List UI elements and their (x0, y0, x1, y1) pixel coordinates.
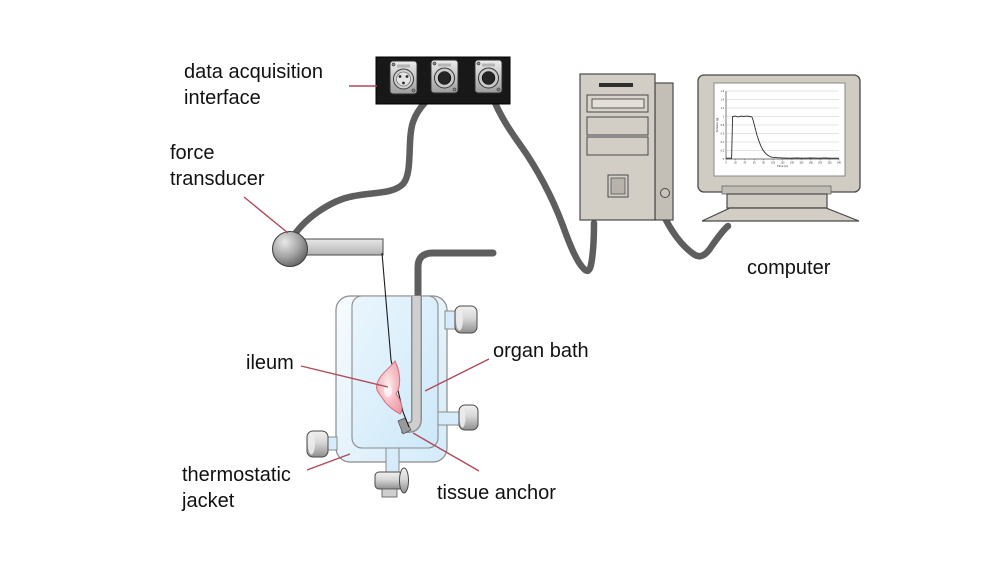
label-ileum: ileum (246, 352, 294, 374)
monitor-stand-neck (726, 193, 828, 209)
drive-bay (586, 136, 649, 156)
x-tick-label: 220 (828, 161, 833, 164)
label-computer: computer (747, 257, 831, 279)
connector-label-engraving (438, 63, 451, 67)
screw (476, 61, 481, 66)
leader-thermostatic-jacket (306, 453, 351, 471)
xlr-pin (398, 75, 402, 78)
organ-bath-supply-tube (414, 249, 497, 302)
x-tick-label: 100 (771, 161, 776, 164)
label-force-transducer: force transducer (170, 142, 265, 190)
force-transducer (272, 231, 384, 267)
tissue-anchor-hook (397, 417, 412, 435)
daq-channel1-connector (389, 60, 418, 95)
y-tick-label: 0.2 (721, 148, 725, 152)
connector-label-engraving (482, 63, 495, 67)
drive-bay (586, 116, 649, 136)
x-tick-label: 40 (743, 161, 746, 164)
label-organ-bath: organ bath (493, 340, 589, 362)
leader-force-transducer (243, 196, 289, 234)
tension-trace (726, 115, 839, 159)
drain-outlet (381, 488, 398, 498)
xlr-pin (405, 75, 409, 78)
y-tick-label: 1.4 (721, 97, 725, 101)
data-acquisition-interface (375, 56, 511, 105)
screw (452, 87, 457, 92)
stopcock-body (374, 471, 404, 490)
tower-side-panel (654, 82, 674, 221)
stopcock-handle (399, 467, 409, 494)
y-tick-label: 0.8 (721, 123, 725, 127)
screw (432, 61, 437, 66)
x-tick-label: 20 (734, 161, 737, 164)
daq-to-computer-cable (485, 82, 598, 274)
screw (391, 62, 396, 67)
drain-tube (385, 447, 400, 474)
label-tissue-anchor: tissue anchor (437, 482, 556, 504)
tissue-highlight (384, 385, 392, 397)
leader-organ-bath (424, 358, 490, 392)
daq-channel3-connector (474, 59, 503, 94)
floppy-drive-slot (591, 98, 645, 109)
cables (287, 82, 732, 302)
x-tick-label: 240 (837, 161, 842, 164)
x-tick-label: 0 (725, 161, 727, 164)
organ-bath-assembly (306, 252, 479, 498)
y-tick-label: 1 (723, 114, 725, 118)
x-tick-label: 120 (781, 161, 786, 164)
x-axis-label: Time (s) (777, 164, 788, 168)
transducer-to-daq-cable (287, 83, 446, 244)
leader-lines (243, 85, 490, 472)
computer-to-keyboard-cable (659, 210, 732, 260)
y-tick-label: 0.4 (721, 140, 725, 144)
xlr-pin (402, 81, 405, 85)
port-cap-face (308, 433, 315, 455)
computer-tower (579, 73, 674, 221)
label-data-acquisition-interface: data acquisition interface (184, 61, 323, 109)
leader-ileum (300, 365, 389, 388)
label-thermostatic-jacket: thermostatic jacket (182, 464, 291, 512)
connector-label-engraving (397, 64, 410, 68)
screw (411, 88, 416, 93)
port-cap-face (459, 407, 466, 428)
y-tick-label: 1.2 (721, 106, 725, 110)
x-tick-label: 160 (799, 161, 804, 164)
daq-channel2-connector (430, 59, 459, 94)
y-axis-label: Tension (g) (715, 118, 719, 133)
y-tick-label: 0.6 (721, 131, 725, 135)
x-tick-label: 200 (818, 161, 823, 164)
port-cap-face (456, 308, 463, 331)
power-button (610, 177, 626, 195)
side-button (660, 188, 670, 198)
port-tube-mid-right (437, 411, 463, 426)
leader-tissue-anchor (412, 432, 480, 472)
x-tick-label: 140 (790, 161, 795, 164)
monitor-screen (713, 82, 846, 177)
transducer-body (272, 231, 308, 267)
keyboard-base (701, 207, 860, 222)
cable-plug (481, 71, 496, 85)
y-tick-label: 1.6 (721, 89, 725, 93)
tower-vent-slot (599, 83, 633, 87)
x-tick-label: 180 (809, 161, 814, 164)
x-tick-label: 60 (753, 161, 756, 164)
transducer-arm (296, 238, 384, 256)
monitor-control-recess (721, 185, 832, 195)
screw (496, 87, 501, 92)
cable-plug (437, 71, 452, 85)
y-tick-label: 0 (723, 157, 725, 161)
x-tick-label: 80 (762, 161, 765, 164)
